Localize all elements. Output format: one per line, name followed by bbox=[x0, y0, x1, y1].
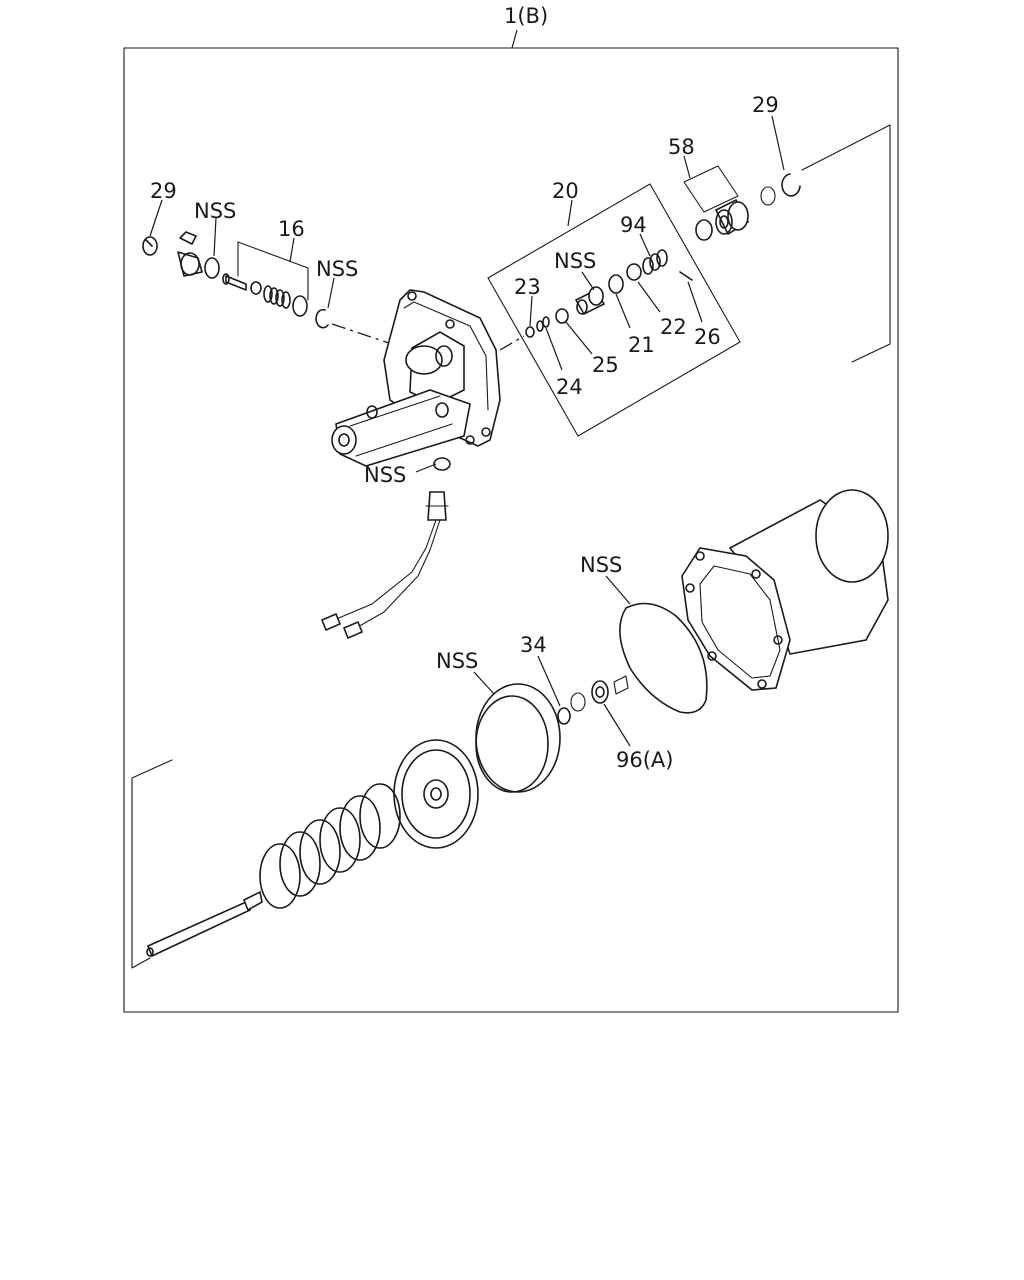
label-nss-a: NSS bbox=[194, 199, 236, 223]
leader-94 bbox=[639, 233, 651, 257]
spring-16 bbox=[263, 285, 291, 309]
axis-line-right bbox=[499, 335, 525, 351]
leader-96a bbox=[603, 703, 631, 747]
snap-ring-29-left bbox=[142, 236, 158, 256]
label-nss-b: NSS bbox=[316, 257, 358, 281]
servo-case bbox=[681, 489, 889, 691]
label-16: 16 bbox=[278, 217, 305, 241]
gasket-nss-e bbox=[619, 602, 708, 714]
washer-22 bbox=[626, 263, 642, 281]
o-ring-nss-d bbox=[433, 457, 451, 471]
leader-21 bbox=[615, 293, 631, 329]
leader-25 bbox=[565, 321, 593, 355]
leader-22 bbox=[637, 281, 661, 313]
label-25: 25 bbox=[592, 353, 619, 377]
valve-group-box-20 bbox=[487, 183, 741, 437]
leader-26 bbox=[687, 281, 703, 323]
leader-nss-e bbox=[605, 575, 631, 605]
label-22: 22 bbox=[660, 315, 687, 339]
leader-nss-a bbox=[213, 217, 217, 257]
label-96a: 96(A) bbox=[616, 748, 673, 772]
label-34: 34 bbox=[520, 633, 547, 657]
leader-24 bbox=[545, 327, 563, 371]
leader-20 bbox=[567, 199, 573, 227]
label-nss-d: NSS bbox=[364, 463, 406, 487]
label-26: 26 bbox=[694, 325, 721, 349]
assembly-frame bbox=[123, 47, 899, 1013]
washer-16a bbox=[250, 281, 262, 295]
left-bracket bbox=[131, 759, 173, 969]
washer-58b bbox=[760, 186, 776, 206]
washer-16b bbox=[292, 295, 308, 317]
valve-nss-c bbox=[574, 286, 606, 316]
assembly-label: 1(B) bbox=[504, 4, 548, 28]
leader-nss-d bbox=[415, 463, 437, 473]
washer-96b bbox=[570, 692, 586, 712]
leader-nss-b bbox=[327, 277, 335, 309]
washer-21 bbox=[608, 274, 624, 294]
leader-34 bbox=[537, 655, 561, 707]
seal-58a bbox=[695, 219, 713, 241]
label-58: 58 bbox=[668, 135, 695, 159]
assembly-label-leader bbox=[511, 29, 518, 49]
piston-rod bbox=[146, 890, 263, 958]
label-20: 20 bbox=[552, 179, 579, 203]
label-24: 24 bbox=[556, 375, 583, 399]
leader-16 bbox=[289, 237, 295, 263]
label-nss-f: NSS bbox=[436, 649, 478, 673]
axis-line-left bbox=[331, 323, 399, 347]
leader-29-left bbox=[149, 199, 163, 237]
leader-58 bbox=[683, 155, 691, 179]
leader-23 bbox=[529, 295, 533, 327]
snap-ring-nss-b bbox=[315, 308, 329, 329]
piston-58 bbox=[714, 198, 750, 236]
seat-25 bbox=[555, 308, 569, 324]
label-nss-e: NSS bbox=[580, 553, 622, 577]
leader-29-right bbox=[771, 115, 785, 171]
spring-24 bbox=[536, 316, 550, 332]
washer-34 bbox=[557, 707, 571, 725]
leader-nss-f bbox=[473, 671, 495, 695]
label-23: 23 bbox=[514, 275, 541, 299]
fitting-elbow bbox=[177, 231, 203, 277]
spring-94 bbox=[642, 249, 668, 275]
snap-ring-29-right bbox=[781, 173, 801, 197]
servo-piston bbox=[393, 739, 479, 849]
speed-sensor bbox=[320, 491, 449, 640]
label-29-right: 29 bbox=[752, 93, 779, 117]
label-29-left: 29 bbox=[150, 179, 177, 203]
group-box-58 bbox=[683, 165, 739, 213]
ball-23 bbox=[525, 326, 535, 338]
plunger-16 bbox=[222, 273, 247, 291]
leader-nss-c bbox=[581, 271, 595, 291]
right-bracket bbox=[801, 124, 891, 363]
return-spring bbox=[259, 783, 401, 909]
o-ring-nss-a bbox=[204, 257, 220, 279]
washer-96a bbox=[591, 675, 629, 704]
label-nss-c: NSS bbox=[554, 249, 596, 273]
valve-body-housing bbox=[331, 289, 501, 467]
seal-ring-nss-f bbox=[475, 683, 561, 793]
label-94: 94 bbox=[620, 213, 647, 237]
pin-26 bbox=[679, 271, 693, 281]
label-21: 21 bbox=[628, 333, 655, 357]
bracket-16-right bbox=[237, 241, 309, 301]
